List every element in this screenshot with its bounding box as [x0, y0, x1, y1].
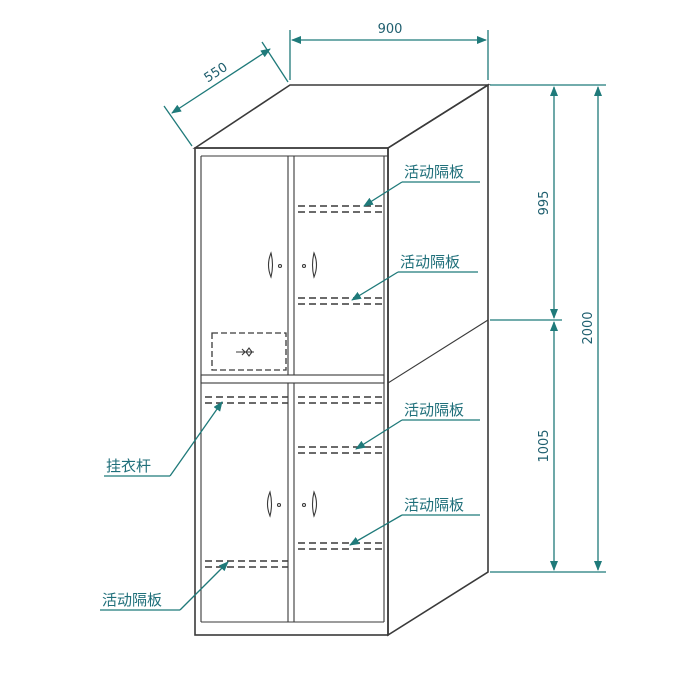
door-handles [266, 251, 318, 518]
handle-lower-left-icon [266, 490, 273, 518]
leader-shelf-upper-right-1-arrow [363, 181, 403, 207]
dimension-depth: 550 [163, 41, 289, 147]
handle-upper-right-icon [311, 251, 318, 279]
lock-lower-right-icon [301, 502, 307, 508]
width-value: 900 [378, 22, 403, 37]
upper-height-value: 995 [537, 191, 552, 216]
lock-lower-left-icon [276, 502, 282, 508]
label-shelf-upper-right-1: 活动隔板 [404, 163, 464, 181]
total-height-value: 2000 [581, 311, 596, 344]
drawer-outline [211, 332, 287, 371]
label-shelf-lower-right-1: 活动隔板 [404, 401, 464, 419]
label-shelf-upper-right-2: 活动隔板 [400, 253, 460, 271]
leader-shelf-upper-right-2-arrow [351, 271, 399, 301]
dimension-heights: 995 1005 2000 [490, 84, 606, 573]
handle-upper-left-icon [267, 251, 274, 279]
callouts: 活动隔板 活动隔板 活动隔板 活动隔板 挂衣杆 活动隔板 [100, 163, 480, 611]
cabinet-body [192, 83, 491, 637]
lower-height-value: 1005 [537, 429, 552, 462]
handle-lower-right-icon [311, 490, 318, 518]
middle-divider [200, 374, 385, 384]
leader-shelf-lower-right-1-arrow [355, 419, 403, 450]
label-shelf-lower-left: 活动隔板 [102, 591, 162, 609]
depth-ext-front [163, 105, 193, 147]
depth-value: 550 [202, 60, 231, 86]
leader-hanging-rod-arrow [169, 401, 223, 477]
leader-shelf-lower-left-arrow [179, 561, 229, 611]
leader-shelf-lower-right-2-arrow [349, 514, 403, 546]
depth-ext-back [261, 41, 289, 83]
lock-upper-right-icon [301, 263, 307, 269]
hidden-drawer [211, 332, 287, 371]
dimension-width: 900 [289, 22, 489, 80]
cabinet-top-face [192, 84, 491, 149]
label-hanging-rod: 挂衣杆 [106, 457, 151, 475]
lock-upper-left-icon [277, 263, 283, 269]
shelves [205, 205, 384, 568]
drawer-handle-icon [236, 347, 254, 357]
depth-dim-line [171, 48, 271, 114]
cabinet-front-frame [194, 147, 389, 636]
label-shelf-lower-right-2: 活动隔板 [404, 496, 464, 514]
side-split-line [387, 319, 489, 384]
